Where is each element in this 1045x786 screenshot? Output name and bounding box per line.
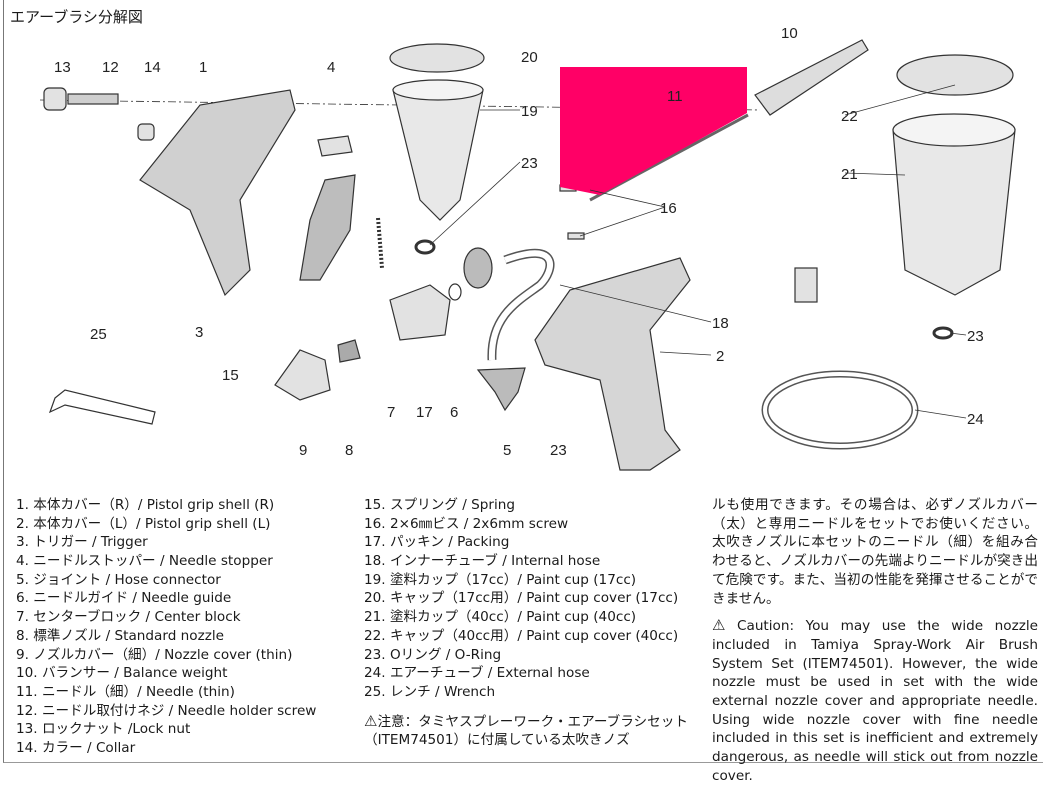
paint-cup-cover-40cc-part xyxy=(896,54,1014,96)
part-item: 23. Oリング / O-Ring xyxy=(364,646,502,663)
part-item: 5. ジョイント / Hose connector xyxy=(16,571,221,588)
spring-part xyxy=(376,217,384,269)
parts-list-col2: 15. スプリング / Spring 16. 2×6㎜ビス / 2x6mm sc… xyxy=(364,496,694,750)
pistol-grip-shell-r-part xyxy=(139,89,296,297)
callout-1: 1 xyxy=(199,59,207,76)
callout-5: 5 xyxy=(503,442,511,459)
needle-holder-screw-part xyxy=(67,93,119,105)
packing-part xyxy=(448,283,462,301)
paint-cup-cover-17cc-part xyxy=(389,43,485,73)
part-item: 12. ニードル取付けネジ / Needle holder screw xyxy=(16,702,317,719)
center-block-part xyxy=(389,284,451,341)
part-item: 22. キャップ（40cc用）/ Paint cup cover (40cc) xyxy=(364,627,679,644)
part-item: 15. スプリング / Spring xyxy=(364,497,515,513)
redaction-block xyxy=(560,67,747,195)
callout-6: 6 xyxy=(450,404,458,421)
part-item: 4. ニードルストッパー / Needle stopper xyxy=(16,553,273,570)
callout-3: 3 xyxy=(195,324,203,341)
warning-en-text: Caution: You may use the wide nozzle inc… xyxy=(712,618,1038,784)
part-item: 7. センターブロック / Center block xyxy=(16,609,241,626)
part-item: 3. トリガー / Trigger xyxy=(16,534,148,551)
part-item: 18. インナーチューブ / Internal hose xyxy=(364,553,601,570)
paint-cup-17cc-part xyxy=(392,89,484,221)
callout-23: 23 xyxy=(521,155,538,172)
part-item: 14. カラー / Collar xyxy=(16,739,136,756)
part-item: 1. 本体カバー（R）/ Pistol grip shell (R) xyxy=(16,497,275,513)
callout-15: 15 xyxy=(222,367,239,384)
part-item: 8. 標準ノズル / Standard nozzle xyxy=(16,627,224,644)
part-item: 2. 本体カバー（L）/ Pistol grip shell (L) xyxy=(16,515,271,532)
page-title: エアーブラシ分解図 xyxy=(10,8,143,26)
part-item: 17. パッキン / Packing xyxy=(364,534,510,551)
callout-17: 17 xyxy=(416,404,433,421)
standard-nozzle-part xyxy=(337,339,361,363)
page-frame xyxy=(3,0,1043,763)
callout-2: 2 xyxy=(716,348,724,365)
collar-part xyxy=(137,123,155,141)
callout-19: 19 xyxy=(521,103,538,120)
warning-column: ルも使用できます。その場合は、必ずノズルカバー（太）と専用ニードルをセットでお使… xyxy=(712,496,1038,786)
callout-8: 8 xyxy=(345,442,353,459)
parts-list-col1: 1. 本体カバー（R）/ Pistol grip shell (R) 2. 本体… xyxy=(16,496,316,758)
callout-13: 13 xyxy=(54,59,71,76)
warning-jp-text: 注意：タミヤスプレーワーク・エアーブラシセット（ITEM74501）に付属してい… xyxy=(364,713,688,749)
o-ring-part xyxy=(414,239,436,255)
callout-16: 16 xyxy=(660,200,677,217)
callout-4: 4 xyxy=(327,59,335,76)
callout-18: 18 xyxy=(712,315,729,332)
callout-25: 25 xyxy=(90,326,107,343)
callout-12: 12 xyxy=(102,59,119,76)
warning-jp-start: ⚠注意：タミヤスプレーワーク・エアーブラシセット（ITEM74501）に付属して… xyxy=(364,712,694,750)
warning-triangle-icon: ⚠ xyxy=(712,616,726,635)
hose-connector-part xyxy=(476,367,526,412)
part-item: 19. 塗料カップ（17cc）/ Paint cup (17cc) xyxy=(364,571,637,588)
callout-22: 22 xyxy=(841,108,858,125)
part-item: 11. ニードル（細）/ Needle (thin) xyxy=(16,683,235,700)
exploded-diagram: 13 12 14 1 4 20 19 23 10 11 16 22 21 18 … xyxy=(39,25,1016,471)
callout-10: 10 xyxy=(781,25,798,42)
trigger-part xyxy=(299,174,356,281)
external-hose-fitting xyxy=(794,267,818,303)
callout-24: 24 xyxy=(967,411,984,428)
nozzle-cover-thin-part xyxy=(274,349,331,401)
paint-cup-40cc-part xyxy=(892,129,1016,296)
pistol-grip-shell-l-part xyxy=(534,257,691,471)
part-item: 9. ノズルカバー（細）/ Nozzle cover (thin) xyxy=(16,646,293,663)
part-item: 10. バランサー / Balance weight xyxy=(16,665,228,682)
warning-jp-continued: ルも使用できます。その場合は、必ずノズルカバー（太）と専用ニードルをセットでお使… xyxy=(712,497,1038,607)
part-item: 20. キャップ（17cc用）/ Paint cup cover (17cc) xyxy=(364,590,679,607)
wrench-part xyxy=(48,389,156,425)
callout-23: 23 xyxy=(550,442,567,459)
warning-triangle-icon: ⚠ xyxy=(364,711,378,730)
part-item: 6. ニードルガイド / Needle guide xyxy=(16,590,232,607)
screw-part xyxy=(567,232,585,240)
part-item: 21. 塗料カップ（40cc）/ Paint cup (40cc) xyxy=(364,609,637,626)
callout-23: 23 xyxy=(967,328,984,345)
part-item: 16. 2×6㎜ビス / 2x6mm screw xyxy=(364,515,569,532)
callout-21: 21 xyxy=(841,166,858,183)
callout-9: 9 xyxy=(299,442,307,459)
callout-11: 11 xyxy=(667,88,683,105)
callout-7: 7 xyxy=(387,404,395,421)
part-item: 24. エアーチューブ / External hose xyxy=(364,665,590,682)
o-ring-part xyxy=(932,326,954,340)
warning-en: ⚠ Caution: You may use the wide nozzle i… xyxy=(712,616,1038,785)
part-item: 13. ロックナット /Lock nut xyxy=(16,721,191,738)
needle-stopper-part xyxy=(317,135,353,157)
needle-guide-part xyxy=(463,247,493,289)
lock-nut-part xyxy=(43,87,67,111)
balance-weight-part xyxy=(754,39,869,116)
part-item: 25. レンチ / Wrench xyxy=(364,683,496,700)
callout-14: 14 xyxy=(144,59,161,76)
callout-20: 20 xyxy=(521,49,538,66)
